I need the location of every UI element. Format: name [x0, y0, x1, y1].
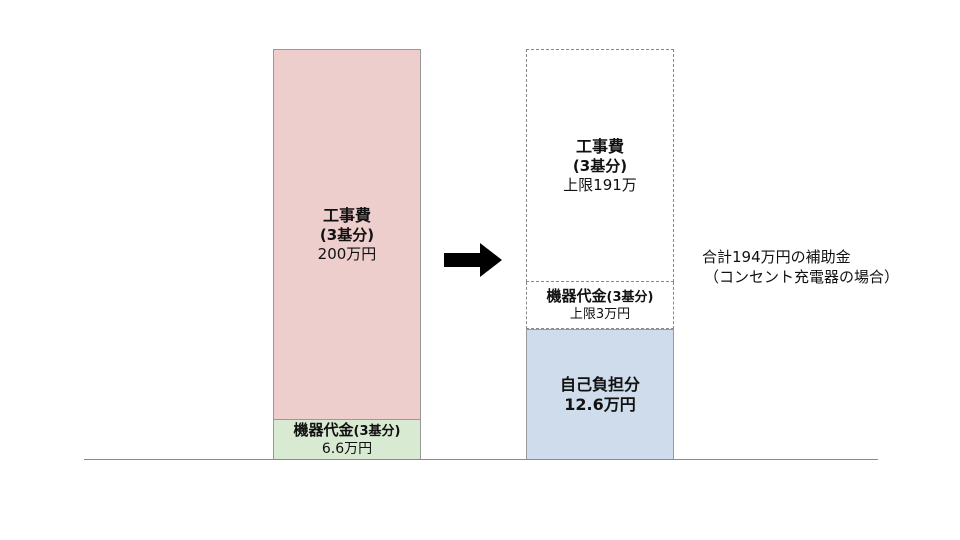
- subsidy-note: 合計194万円の補助金 （コンセント充電器の場合）: [702, 248, 899, 287]
- left-equipment-cost-block: 機器代金(3基分) 6.6万円: [273, 420, 421, 460]
- subsidy-note-line2: （コンセント充電器の場合）: [704, 267, 900, 286]
- left-construction-amount: 200万円: [317, 244, 377, 263]
- right-construction-limit: 上限191万: [563, 175, 637, 194]
- right-equipment-count: (3基分): [606, 290, 654, 306]
- baseline-divider: [84, 459, 878, 460]
- left-equipment-title: 機器代金: [293, 421, 354, 439]
- right-arrow-icon: [444, 243, 502, 277]
- left-construction-title: 工事費: [322, 205, 371, 225]
- left-equipment-count: (3基分): [353, 424, 401, 439]
- self-pay-title: 自己負担分: [559, 374, 640, 394]
- arrow-shape: [444, 243, 502, 277]
- right-equipment-limit: 上限3万円: [569, 306, 631, 322]
- right-construction-subsidy-block: 工事費 (3基分) 上限191万: [526, 49, 674, 282]
- left-construction-cost-block: 工事費 (3基分) 200万円: [273, 49, 421, 420]
- right-equipment-label: 機器代金(3基分): [547, 287, 654, 307]
- left-equipment-amount: 6.6万円: [321, 440, 373, 457]
- right-construction-count: (3基分): [572, 156, 628, 175]
- subsidy-note-line1: 合計194万円の補助金: [702, 248, 851, 266]
- left-construction-count: (3基分): [319, 225, 375, 244]
- self-pay-block: 自己負担分 12.6万円: [526, 329, 674, 460]
- right-equipment-subsidy-block: 機器代金(3基分) 上限3万円: [526, 282, 674, 329]
- right-equipment-title: 機器代金: [546, 287, 607, 306]
- left-equipment-label: 機器代金(3基分): [294, 421, 401, 441]
- self-pay-amount: 12.6万円: [564, 394, 636, 414]
- right-construction-title: 工事費: [575, 136, 624, 156]
